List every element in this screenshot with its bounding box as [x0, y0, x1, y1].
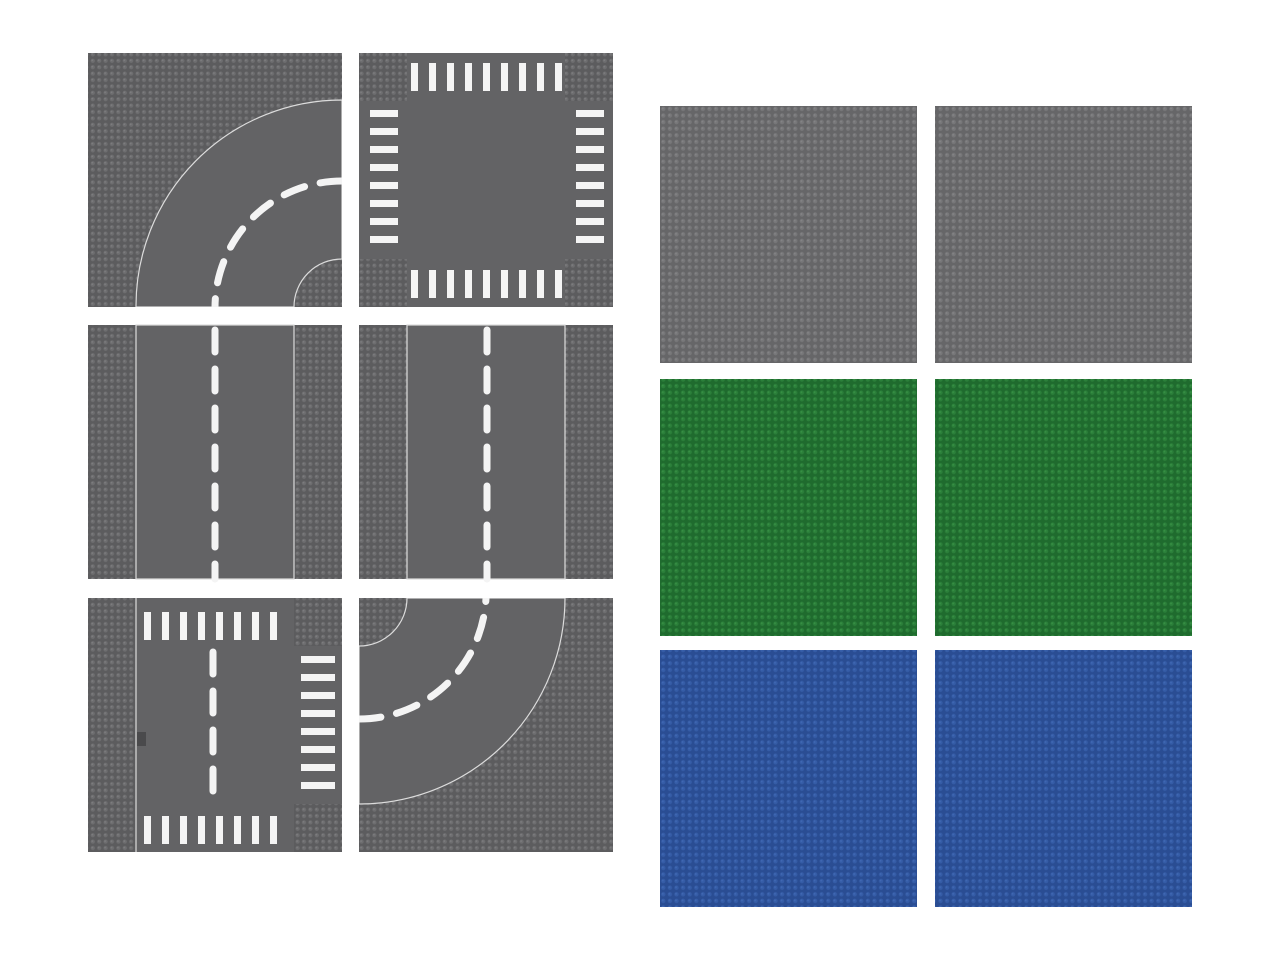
base-plate-grey-1: [660, 106, 917, 363]
base-plate-green-1: [660, 379, 917, 636]
crosswalk-left: [370, 110, 398, 243]
road-plate-straight-right: [359, 324, 613, 583]
road-plate-curve-bottom-right: [359, 598, 613, 852]
crosswalk-bottom: [144, 816, 277, 844]
road-plate-straight-left: [88, 324, 342, 583]
base-plate-blue-1: [660, 650, 917, 907]
road-plate-curve-top-left: [88, 53, 342, 307]
base-plate-blue-2: [935, 650, 1192, 907]
base-plate-grey-2: [935, 106, 1192, 363]
crosswalk-right: [576, 110, 604, 243]
crosswalk-top: [411, 63, 562, 91]
crosswalk-right: [301, 656, 335, 789]
road-plate-crossroads: [359, 53, 613, 307]
bus-stop-marker: [137, 732, 146, 746]
crosswalk-bottom: [411, 270, 562, 298]
road-plate-t-junction: [88, 598, 342, 852]
base-plate-green-2: [935, 379, 1192, 636]
crosswalk-top: [144, 612, 277, 640]
